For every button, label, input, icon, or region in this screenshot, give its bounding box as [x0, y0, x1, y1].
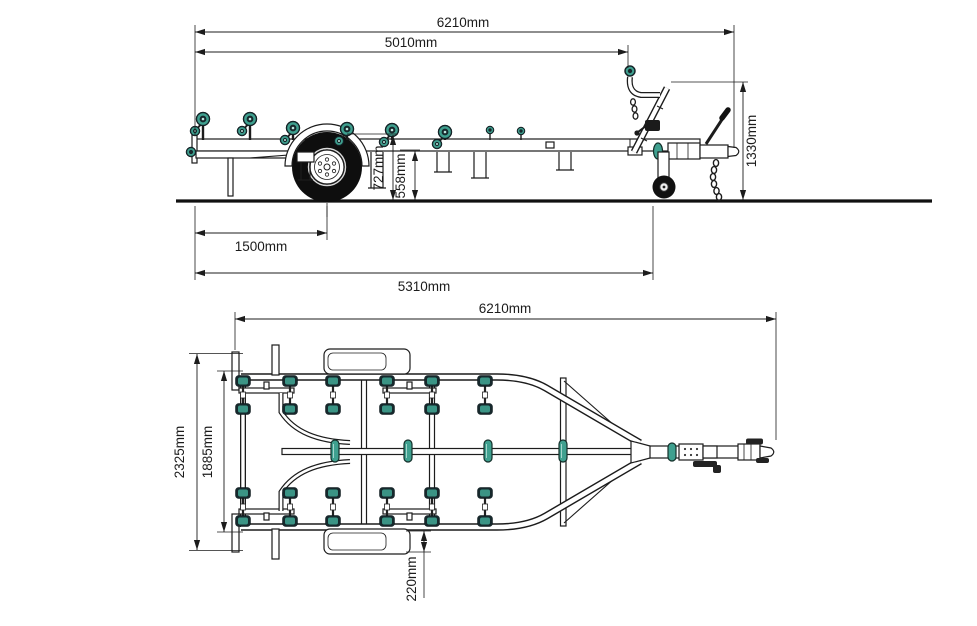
- dim-label-top-mudguard-height: 220mm: [404, 556, 419, 601]
- dim-side-bed-length: 5010mm: [195, 35, 629, 68]
- dim-top-overall-length: 6210mm: [234, 301, 777, 440]
- hitch-ball-socket: [727, 145, 740, 158]
- coupling-top: [737, 438, 775, 463]
- roller-assembly: [423, 374, 441, 416]
- mudguard-top-right: [323, 528, 411, 555]
- trailer-frame-top: [240, 373, 647, 531]
- side-view: 6210mm 5010mm 1330mm 727mm 558mm 1500mm: [176, 15, 932, 294]
- keel-roller: [667, 442, 677, 462]
- roller-assembly: [281, 486, 299, 528]
- dim-label-side-bed-length: 5010mm: [385, 35, 438, 50]
- small-roller: [516, 126, 526, 136]
- top-view: 6210mm 2325mm 1885mm 220mm: [172, 301, 777, 602]
- roller-assembly: [234, 486, 252, 528]
- mudguard-top-left: [323, 348, 411, 375]
- small-roller: [485, 125, 495, 135]
- hull-rollers-side: [185, 110, 526, 158]
- dim-label-side-overall-length: 6210mm: [437, 15, 490, 30]
- winch: [634, 120, 660, 136]
- dim-label-top-overall-length: 6210mm: [479, 301, 532, 316]
- dim-label-side-frame-height: 558mm: [393, 153, 408, 198]
- keel-bracket: [471, 152, 489, 179]
- roller-crossbars: [238, 381, 437, 521]
- roller-assembly: [234, 374, 252, 416]
- keel-roller: [558, 439, 568, 463]
- dim-label-side-axle-position: 1500mm: [235, 239, 288, 254]
- winch-chain: [629, 98, 639, 120]
- dim-side-body-length: 5310mm: [195, 206, 654, 294]
- coupling-side: [652, 107, 740, 202]
- handbrake-lever: [704, 117, 725, 145]
- roller-assembly: [378, 486, 396, 528]
- drawbar-tongue: [630, 438, 775, 473]
- dim-side-frame-height: 558mm: [393, 149, 420, 200]
- jockey-wheel: [652, 151, 676, 199]
- roller-assembly: [324, 486, 342, 528]
- roller-assembly: [476, 486, 494, 528]
- wheel: [292, 132, 362, 202]
- winch-handle: [693, 461, 717, 467]
- dim-top-mudguard-height: 220mm: [404, 530, 431, 602]
- winch-top: [678, 443, 721, 473]
- dim-label-side-keel-height: 727mm: [371, 145, 386, 190]
- dim-label-top-frame-width: 1885mm: [200, 426, 215, 479]
- winch-post: [624, 65, 671, 156]
- keel-roller: [330, 439, 340, 463]
- keel-roller: [403, 439, 413, 463]
- keel-bracket: [556, 152, 574, 171]
- wheel-bolts: [317, 157, 337, 177]
- trailer-frame-side: [191, 134, 701, 197]
- keel-bracket: [434, 152, 452, 173]
- dim-side-axle-position: 1500mm: [194, 206, 328, 280]
- roller-assembly: [324, 374, 342, 416]
- dim-label-top-overall-width: 2325mm: [172, 426, 187, 479]
- roller-assembly: [281, 374, 299, 416]
- roller: [235, 110, 259, 138]
- roller-assembly: [423, 486, 441, 528]
- lever-grip: [719, 107, 731, 121]
- roller-assembly: [378, 374, 396, 416]
- dim-label-side-overall-height: 1330mm: [744, 115, 759, 168]
- roller-assembly: [476, 374, 494, 416]
- dim-label-side-body-length: 5310mm: [398, 279, 451, 294]
- dim-top-frame-width: 1885mm: [200, 370, 243, 533]
- dim-side-overall-height: 1330mm: [671, 81, 759, 200]
- spring-hanger: [296, 151, 315, 181]
- dim-top-overall-width: 2325mm: [172, 353, 243, 551]
- dim-side-keel-height: 727mm: [347, 133, 398, 200]
- dim-side-overall-length: 6210mm: [194, 15, 735, 148]
- safety-chain: [709, 158, 723, 202]
- keel-roller: [483, 439, 493, 463]
- roller: [188, 110, 212, 138]
- keel-bracket: [368, 152, 386, 189]
